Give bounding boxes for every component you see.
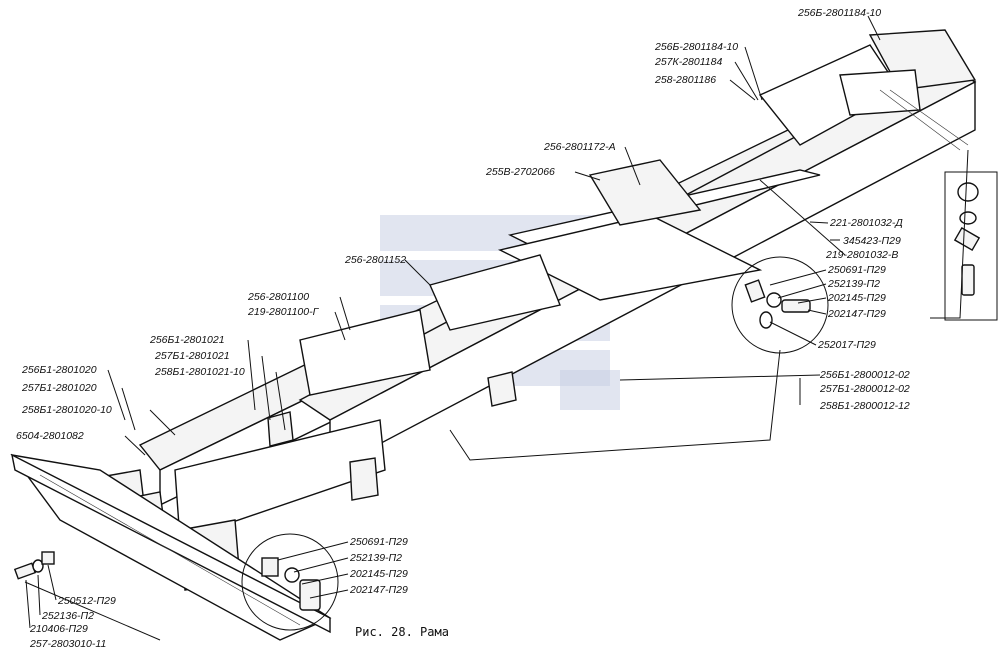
- label-256b1-2801021: 256Б1-2801021: [149, 334, 225, 346]
- label-257k-2801184: 257К-2801184: [654, 56, 722, 68]
- label-219-2801100-g: 219-2801100-Г: [247, 306, 320, 318]
- label-256-2801152: 256-2801152: [344, 254, 406, 266]
- lower-left-bolt-stack: [13, 551, 55, 580]
- figure-caption: Рис. 28. Рама: [355, 625, 449, 639]
- leader-lines: [24, 15, 881, 641]
- detail-circle-right: [731, 256, 829, 354]
- label-252139-p2-right: 252139-П2: [827, 278, 880, 290]
- label-202145-p29-lower: 202145-П29: [349, 568, 408, 580]
- label-202145-p29-right: 202145-П29: [827, 292, 886, 304]
- label-258b1-2801020-10: 258Б1-2801020-10: [21, 404, 112, 416]
- label-258-2801186: 258-2801186: [654, 74, 716, 86]
- label-250691-p29-right: 250691-П29: [827, 264, 886, 276]
- label-252017-p29: 252017-П29: [817, 339, 876, 351]
- label-257b1-2800012-02: 257Б1-2800012-02: [819, 383, 910, 395]
- label-219-2801032-v: 219-2801032-В: [825, 249, 898, 261]
- label-257b1-2801020: 257Б1-2801020: [21, 382, 97, 394]
- label-252139-p2-lower: 252139-П2: [349, 552, 402, 564]
- label-258b1-2800012-12: 258Б1-2800012-12: [819, 400, 910, 412]
- label-345423-p29: 345423-П29: [843, 235, 901, 247]
- label-257-2803010-11: 257-2803010-11: [29, 638, 106, 650]
- label-256b1-2801020: 256Б1-2801020: [21, 364, 97, 376]
- label-6504-2801082: 6504-2801082: [16, 430, 84, 442]
- label-250691-p29-lower: 250691-П29: [349, 536, 408, 548]
- assembly-lines: [449, 149, 969, 461]
- middle-crossmembers: [299, 159, 821, 396]
- label-256-2801172-a: 256-2801172-А: [543, 141, 616, 153]
- label-256b-2801184-10: 256Б-2801184-10: [654, 41, 738, 53]
- label-256b-2801184-10-top: 256Б-2801184-10: [797, 7, 881, 19]
- rear-crossmember-section: [758, 29, 977, 151]
- label-252136-p2: 252136-П2: [41, 610, 94, 622]
- label-250512-p29: 250512-П29: [57, 595, 116, 607]
- label-256b1-2800012-02: 256Б1-2800012-02: [819, 369, 910, 381]
- detail-circle-lower: [241, 533, 339, 631]
- label-258b1-2801021-10: 258Б1-2801021-10: [154, 366, 245, 378]
- label-221-2801032-d: 221-2801032-Д: [829, 217, 903, 229]
- label-202147-p29-lower: 202147-П29: [349, 584, 408, 596]
- label-210406-p29: 210406-П29: [29, 623, 88, 635]
- front-bumper: [10, 453, 332, 641]
- right-bolt-stack: [944, 171, 998, 321]
- label-202147-p29-right: 202147-П29: [827, 308, 886, 320]
- label-256-2801100: 256-2801100: [247, 291, 309, 303]
- label-255v-2702066: 255В-2702066: [485, 166, 555, 178]
- label-257b1-2801021: 257Б1-2801021: [154, 350, 230, 362]
